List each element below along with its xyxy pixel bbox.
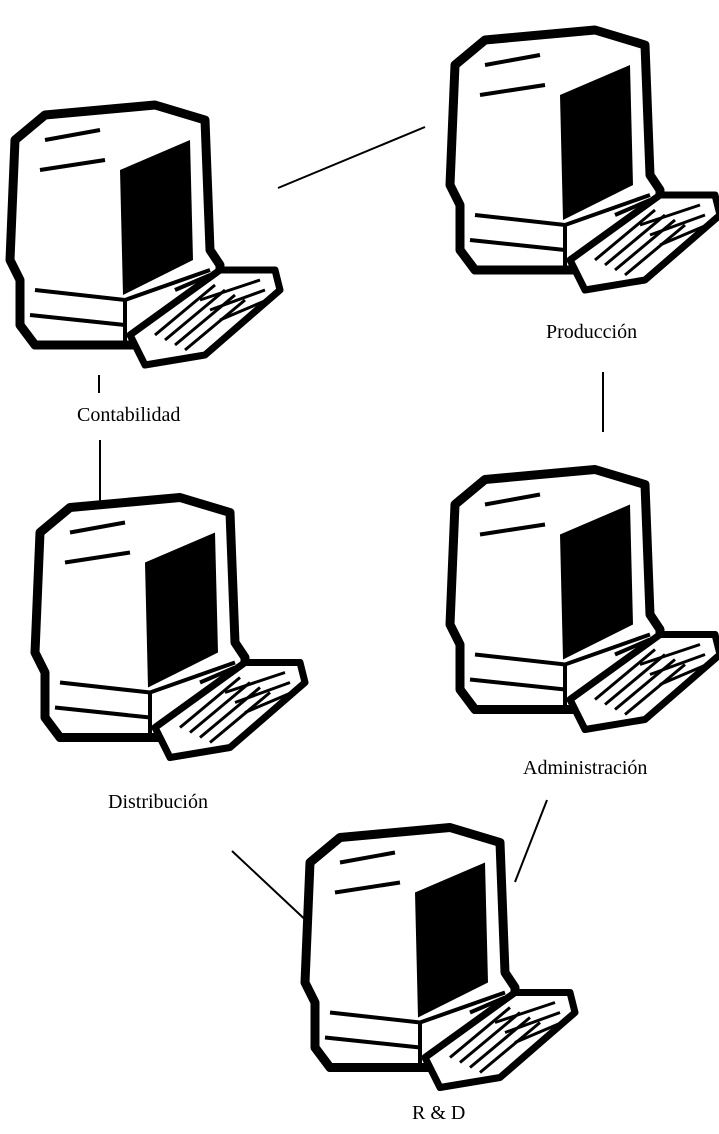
computer-icon-contabilidad — [5, 100, 285, 375]
label-rd: R & D — [412, 1103, 465, 1123]
label-administracion: Administración — [523, 758, 647, 778]
computer-icon-produccion — [445, 25, 719, 300]
label-produccion: Producción — [546, 322, 637, 342]
computer-icon-rd — [300, 820, 580, 1100]
link-contabilidad-produccion — [278, 127, 425, 188]
label-contabilidad: Contabilidad — [77, 405, 180, 425]
computer-icon-administracion — [445, 462, 719, 742]
label-distribucion: Distribución — [108, 792, 208, 812]
computer-icon-distribucion — [30, 490, 310, 770]
